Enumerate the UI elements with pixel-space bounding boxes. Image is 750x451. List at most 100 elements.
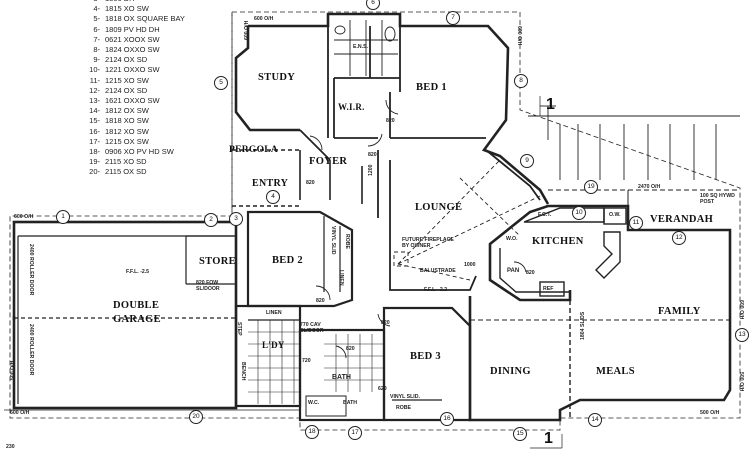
room-label-bath-upper: BATH [332, 374, 351, 381]
window-schedule-number: 20- [89, 167, 100, 177]
window-schedule-row: 4- 1815 XO SW [88, 4, 185, 14]
bath-grid [324, 334, 384, 392]
room-label-pan: PAN [507, 268, 520, 274]
note-oh-500-b: 500 O/H [738, 372, 744, 392]
window-schedule-spec: 1215 XO SW [105, 75, 149, 85]
eave-line [9, 11, 741, 431]
window-schedule-spec: 1824 OXXO SW [105, 45, 160, 55]
note-ffl-garage: F.F.L. -2.5 [126, 269, 150, 275]
room-label-ens: E.N.S. [353, 44, 368, 50]
window-mark-7: 7 [446, 11, 460, 25]
window-mark-14: 14 [588, 413, 602, 427]
room-label-kitchen: KITCHEN [532, 236, 584, 247]
room-label-entry: ENTRY [252, 178, 289, 189]
room-label-ldy: L'DY [262, 340, 285, 350]
note-d820-f: 820 [526, 270, 535, 276]
room-label-lounge: LOUNGE [415, 202, 463, 213]
note-balustrade: BALUSTRADE [420, 268, 456, 274]
window-mark-6: 6 [366, 0, 380, 10]
window-schedule-number: 14- [89, 106, 100, 116]
window-schedule-spec: 1621 OXXO SW [105, 96, 160, 106]
window-schedule-spec: 2124 OX SD [105, 55, 148, 65]
room-label-vinyl-slid: VINYL SLID [330, 226, 336, 255]
note-post: 100 SQ HYWD POST [700, 193, 735, 205]
window-schedule-number: 16- [89, 126, 100, 136]
note-oh-600-c: 600 O/H [10, 410, 30, 416]
room-label-family: FAMILY [658, 306, 701, 317]
window-schedule-row: 18-0906 XO PV HD SW [88, 147, 185, 157]
window-schedule-row: 20-2115 OX SD [88, 167, 185, 177]
note-roller-door-1: 2400 ROLLER DOOR [28, 244, 34, 296]
note-oh-500-c: 500 O/H [10, 360, 16, 380]
note-d820-e: 820 [386, 118, 395, 124]
window-schedule-row: 19-2115 XO SD [88, 157, 185, 167]
window-mark-18: 18 [305, 425, 319, 439]
room-label-bath-lower: BATH [343, 400, 358, 406]
window-schedule-number: 3- [88, 0, 100, 4]
section-marker-bottom: 1 [544, 430, 553, 447]
window-mark-5: 5 [214, 76, 228, 90]
window-mark-19: 19 [584, 180, 598, 194]
window-mark-16: 16 [440, 412, 454, 426]
note-d620: 620 [378, 386, 387, 392]
note-oh-600-e: 600 O/H [516, 26, 522, 46]
window-mark-9: 9 [520, 154, 534, 168]
window-schedule-row: 11- 1215 XO SW [88, 76, 185, 86]
window-schedule-row: 13-1621 OXXO SW [88, 96, 185, 106]
window-schedule-row: 8- 1824 OXXO SW [88, 45, 185, 55]
window-schedule-row: 5-1818 OX SQUARE BAY [88, 14, 185, 24]
window-mark-15: 15 [513, 427, 527, 441]
window-schedule-spec: 1818 XO SW [105, 116, 149, 126]
room-label-study: STUDY [258, 72, 296, 83]
window-schedule-row: 12- 2124 OX SD [88, 86, 185, 96]
note-oh-600-d: 600 O/H [244, 20, 250, 40]
window-schedule-number: 15- [89, 116, 100, 126]
note-roller-door-2: 2400 ROLLER DOOR [28, 324, 34, 376]
room-label-bed2: BED 2 [272, 255, 303, 266]
window-mark-3: 3 [229, 212, 243, 226]
note-door-770: 770 CAV SL/DOOR [300, 322, 324, 334]
room-label-ref: REF [543, 286, 554, 292]
window-schedule-spec: 1818 OX SQUARE BAY [105, 14, 185, 24]
room-label-robe: ROBE [396, 405, 411, 411]
note-dim-1200: 1200 [368, 164, 374, 176]
room-label-linen-bed2: LINEN [338, 270, 344, 286]
note-d820-d: 820 [381, 320, 390, 326]
note-dim-1000: 1000 [464, 262, 476, 268]
note-fireplace: FUTURE FIREPLACE BY OWNER [402, 237, 454, 249]
ensuite-fixtures [334, 20, 398, 76]
note-d820-c: 820 [316, 298, 325, 304]
note-slider-1804: 1804 SLIDS [580, 311, 586, 340]
window-schedule-number: 7- [93, 34, 100, 44]
note-ffl-lounge: F.F.L. -2.2 [424, 287, 448, 293]
window-schedule-number: 19- [89, 157, 100, 167]
window-schedule-row: 17-1215 OX SW [88, 137, 185, 147]
window-schedule-number: 6- [93, 24, 100, 34]
note-d720: 720 [302, 358, 311, 364]
window-mark-4: 4 [266, 190, 280, 204]
window-schedule-number: 4- [93, 4, 100, 14]
window-mark-13: 13 [735, 328, 749, 342]
window-schedule-number: 12- [89, 85, 100, 95]
window-schedule-spec: 1809 PV HD DH [105, 24, 160, 34]
dimension-lines [4, 96, 563, 449]
window-schedule-row: 3-1806 DH [88, 0, 185, 4]
window-schedule-spec: 2124 OX SD [105, 85, 148, 95]
room-label-bed1: BED 1 [416, 82, 447, 93]
note-door-820-fow: 820 FOW SL/DOOR [196, 280, 220, 292]
note-oh-500-a: 500 O/H [700, 410, 720, 416]
room-label-robe-bed2: ROBE [344, 234, 350, 249]
window-schedule-spec: 1815 XO SW [105, 4, 149, 14]
window-mark-2: 2 [204, 213, 218, 227]
note-dim-2470: 2470 O/H [638, 184, 661, 190]
room-label-wir: W.I.R. [338, 102, 365, 112]
window-schedule: 3-1806 DH4- 1815 XO SW5-1818 OX SQUARE BA… [88, 0, 185, 178]
window-schedule-number: 9- [93, 55, 100, 65]
room-label-meals: MEALS [596, 366, 635, 377]
note-d820-g: 820 [346, 346, 355, 352]
note-oh-600-f: 600 O/H [738, 300, 744, 320]
upper-wing-walls [234, 12, 550, 205]
window-schedule-number: 8- [93, 45, 100, 55]
window-schedule-number: 11- [89, 75, 100, 85]
window-schedule-row: 9- 2124 OX SD [88, 55, 185, 65]
